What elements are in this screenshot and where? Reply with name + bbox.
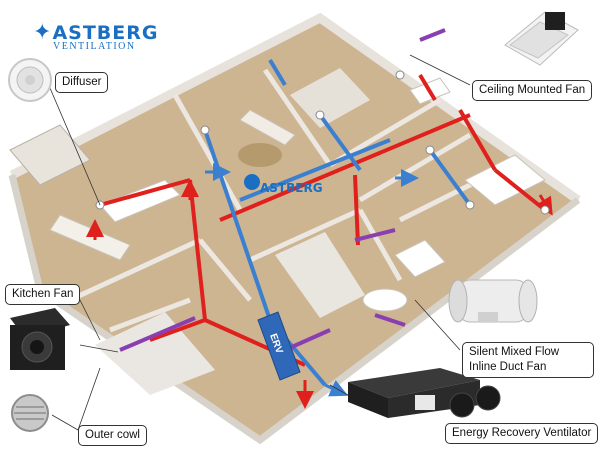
ceiling-fan-product [504, 11, 579, 66]
erv-unit-plan: ERV [257, 311, 301, 381]
brand-subtitle: VENTILATION [53, 41, 136, 52]
callout-kitchen-fan-text: Kitchen Fan [12, 288, 74, 300]
kitchen-counter [49, 214, 131, 261]
bathroom-floor [290, 68, 370, 128]
callout-inline-fan-line2: Inline Duct Fan [469, 361, 547, 373]
outer-cowl-product [11, 394, 49, 432]
bathroom-2-floor [275, 232, 365, 318]
leader-lines [49, 54, 471, 431]
extract-arrow-2 [324, 380, 349, 397]
callout-ceiling-fan-text: Ceiling Mounted Fan [479, 84, 586, 96]
callout-inline-fan: Silent Mixed Flow Inline Duct Fan [462, 342, 594, 378]
callout-erv: Energy Recovery Ventilator [445, 423, 599, 444]
dining-table [99, 179, 181, 223]
watermark-logo: ASTBERG [244, 174, 323, 195]
watermark-text: ASTBERG [260, 181, 323, 195]
exhaust-ducts [119, 28, 446, 352]
diffuser-product [8, 58, 52, 102]
callout-ceiling-fan: Ceiling Mounted Fan [472, 80, 593, 101]
brand-name: ASTBERG [52, 22, 159, 44]
callout-erv-text: Energy Recovery Ventilator [452, 427, 592, 439]
erv-product [348, 368, 501, 418]
callout-outer-cowl-text: Outer cowl [85, 429, 140, 441]
callout-kitchen-fan: Kitchen Fan [5, 284, 81, 305]
callout-diffuser: Diffuser [55, 72, 109, 93]
callout-outer-cowl: Outer cowl [78, 425, 147, 446]
callout-inline-fan-line1: Silent Mixed Flow [469, 346, 560, 358]
outer-wall-top [9, 12, 581, 204]
inline-fan-product [448, 279, 538, 323]
rug [238, 143, 282, 167]
kitchen-fan-product [10, 308, 70, 370]
sofa [239, 109, 296, 146]
kitchen-floor [95, 312, 215, 395]
callout-diffuser-text: Diffuser [62, 76, 102, 88]
balcony [9, 124, 91, 186]
brand-logo: ✦ASTBERG [33, 20, 158, 45]
room-walls [68, 68, 512, 333]
bed-guest [394, 239, 446, 278]
supply-ducts [99, 73, 547, 367]
logo-mark-icon: ✦ [33, 20, 53, 45]
bathtub [362, 288, 408, 312]
